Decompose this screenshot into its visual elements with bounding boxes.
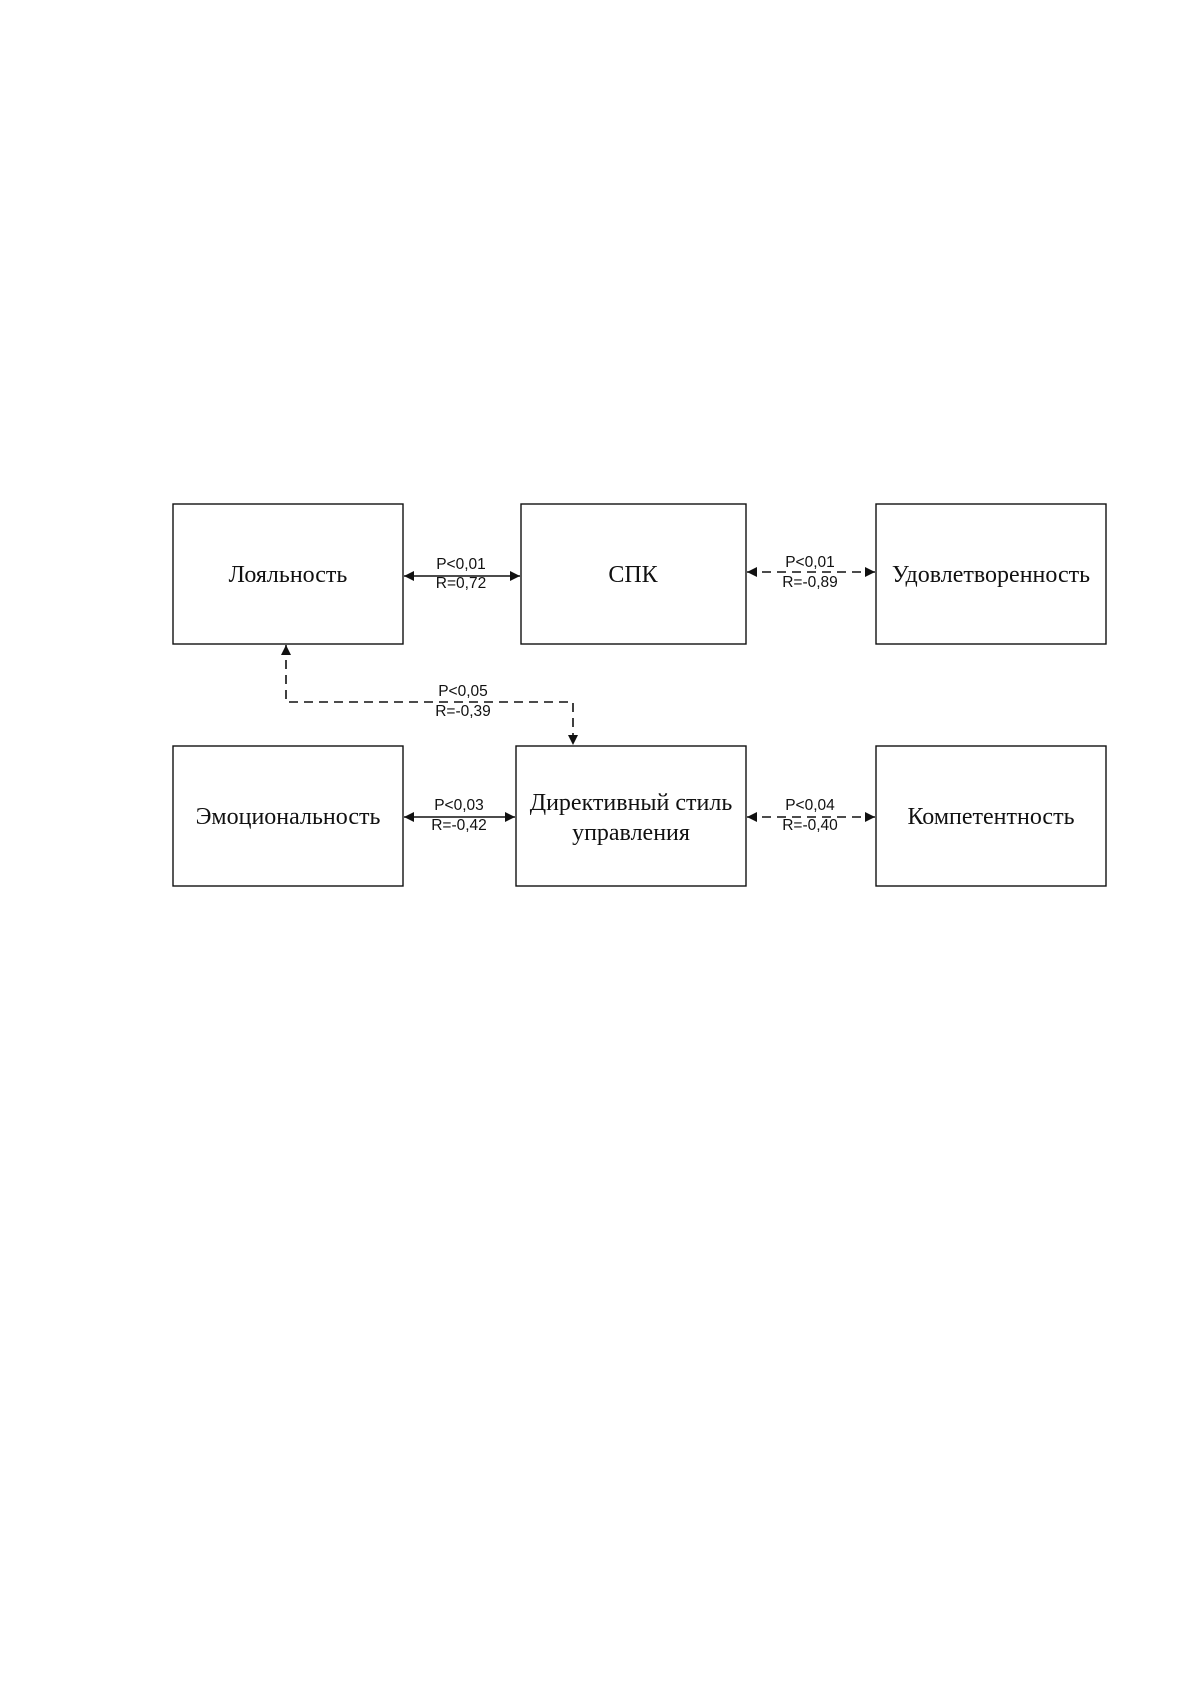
node-directive-label-line1: Директивный стиль — [530, 790, 733, 816]
link-emotionality-directive-p: P<0,03 — [434, 797, 484, 814]
link-emotionality-directive: P<0,03 R=-0,42 — [404, 797, 515, 834]
node-loyalty-label: Лояльность — [229, 562, 348, 588]
link-spk-satisfaction: P<0,01 R=-0,89 — [747, 554, 875, 591]
node-satisfaction: Удовлетворенность — [876, 504, 1106, 644]
node-competence: Компетентность — [876, 746, 1106, 886]
link-directive-competence: P<0,04 R=-0,40 — [747, 797, 875, 834]
node-spk-label: СПК — [608, 562, 658, 588]
link-loyalty-directive: P<0,05 R=-0,39 — [286, 645, 573, 745]
link-loyalty-directive-r: R=-0,39 — [435, 703, 491, 720]
node-directive-label-line2: управления — [572, 820, 690, 846]
link-spk-satisfaction-r: R=-0,89 — [782, 574, 838, 591]
link-loyalty-directive-p: P<0,05 — [438, 683, 488, 700]
node-competence-label: Компетентность — [907, 804, 1074, 830]
link-loyalty-directive-line — [286, 645, 573, 745]
node-emotionality: Эмоциональность — [173, 746, 403, 886]
link-emotionality-directive-r: R=-0,42 — [431, 817, 487, 834]
node-emotionality-label: Эмоциональность — [196, 804, 381, 830]
link-loyalty-spk-r: R=0,72 — [436, 575, 486, 592]
node-satisfaction-label: Удовлетворенность — [892, 562, 1090, 588]
node-spk: СПК — [521, 504, 746, 644]
link-directive-competence-r: R=-0,40 — [782, 817, 838, 834]
link-loyalty-spk-p: P<0,01 — [436, 556, 486, 573]
link-loyalty-spk: P<0,01 R=0,72 — [404, 556, 520, 592]
link-spk-satisfaction-p: P<0,01 — [785, 554, 835, 571]
node-loyalty: Лояльность — [173, 504, 403, 644]
node-directive: Директивный стиль управления — [516, 746, 746, 886]
link-directive-competence-p: P<0,04 — [785, 797, 835, 814]
